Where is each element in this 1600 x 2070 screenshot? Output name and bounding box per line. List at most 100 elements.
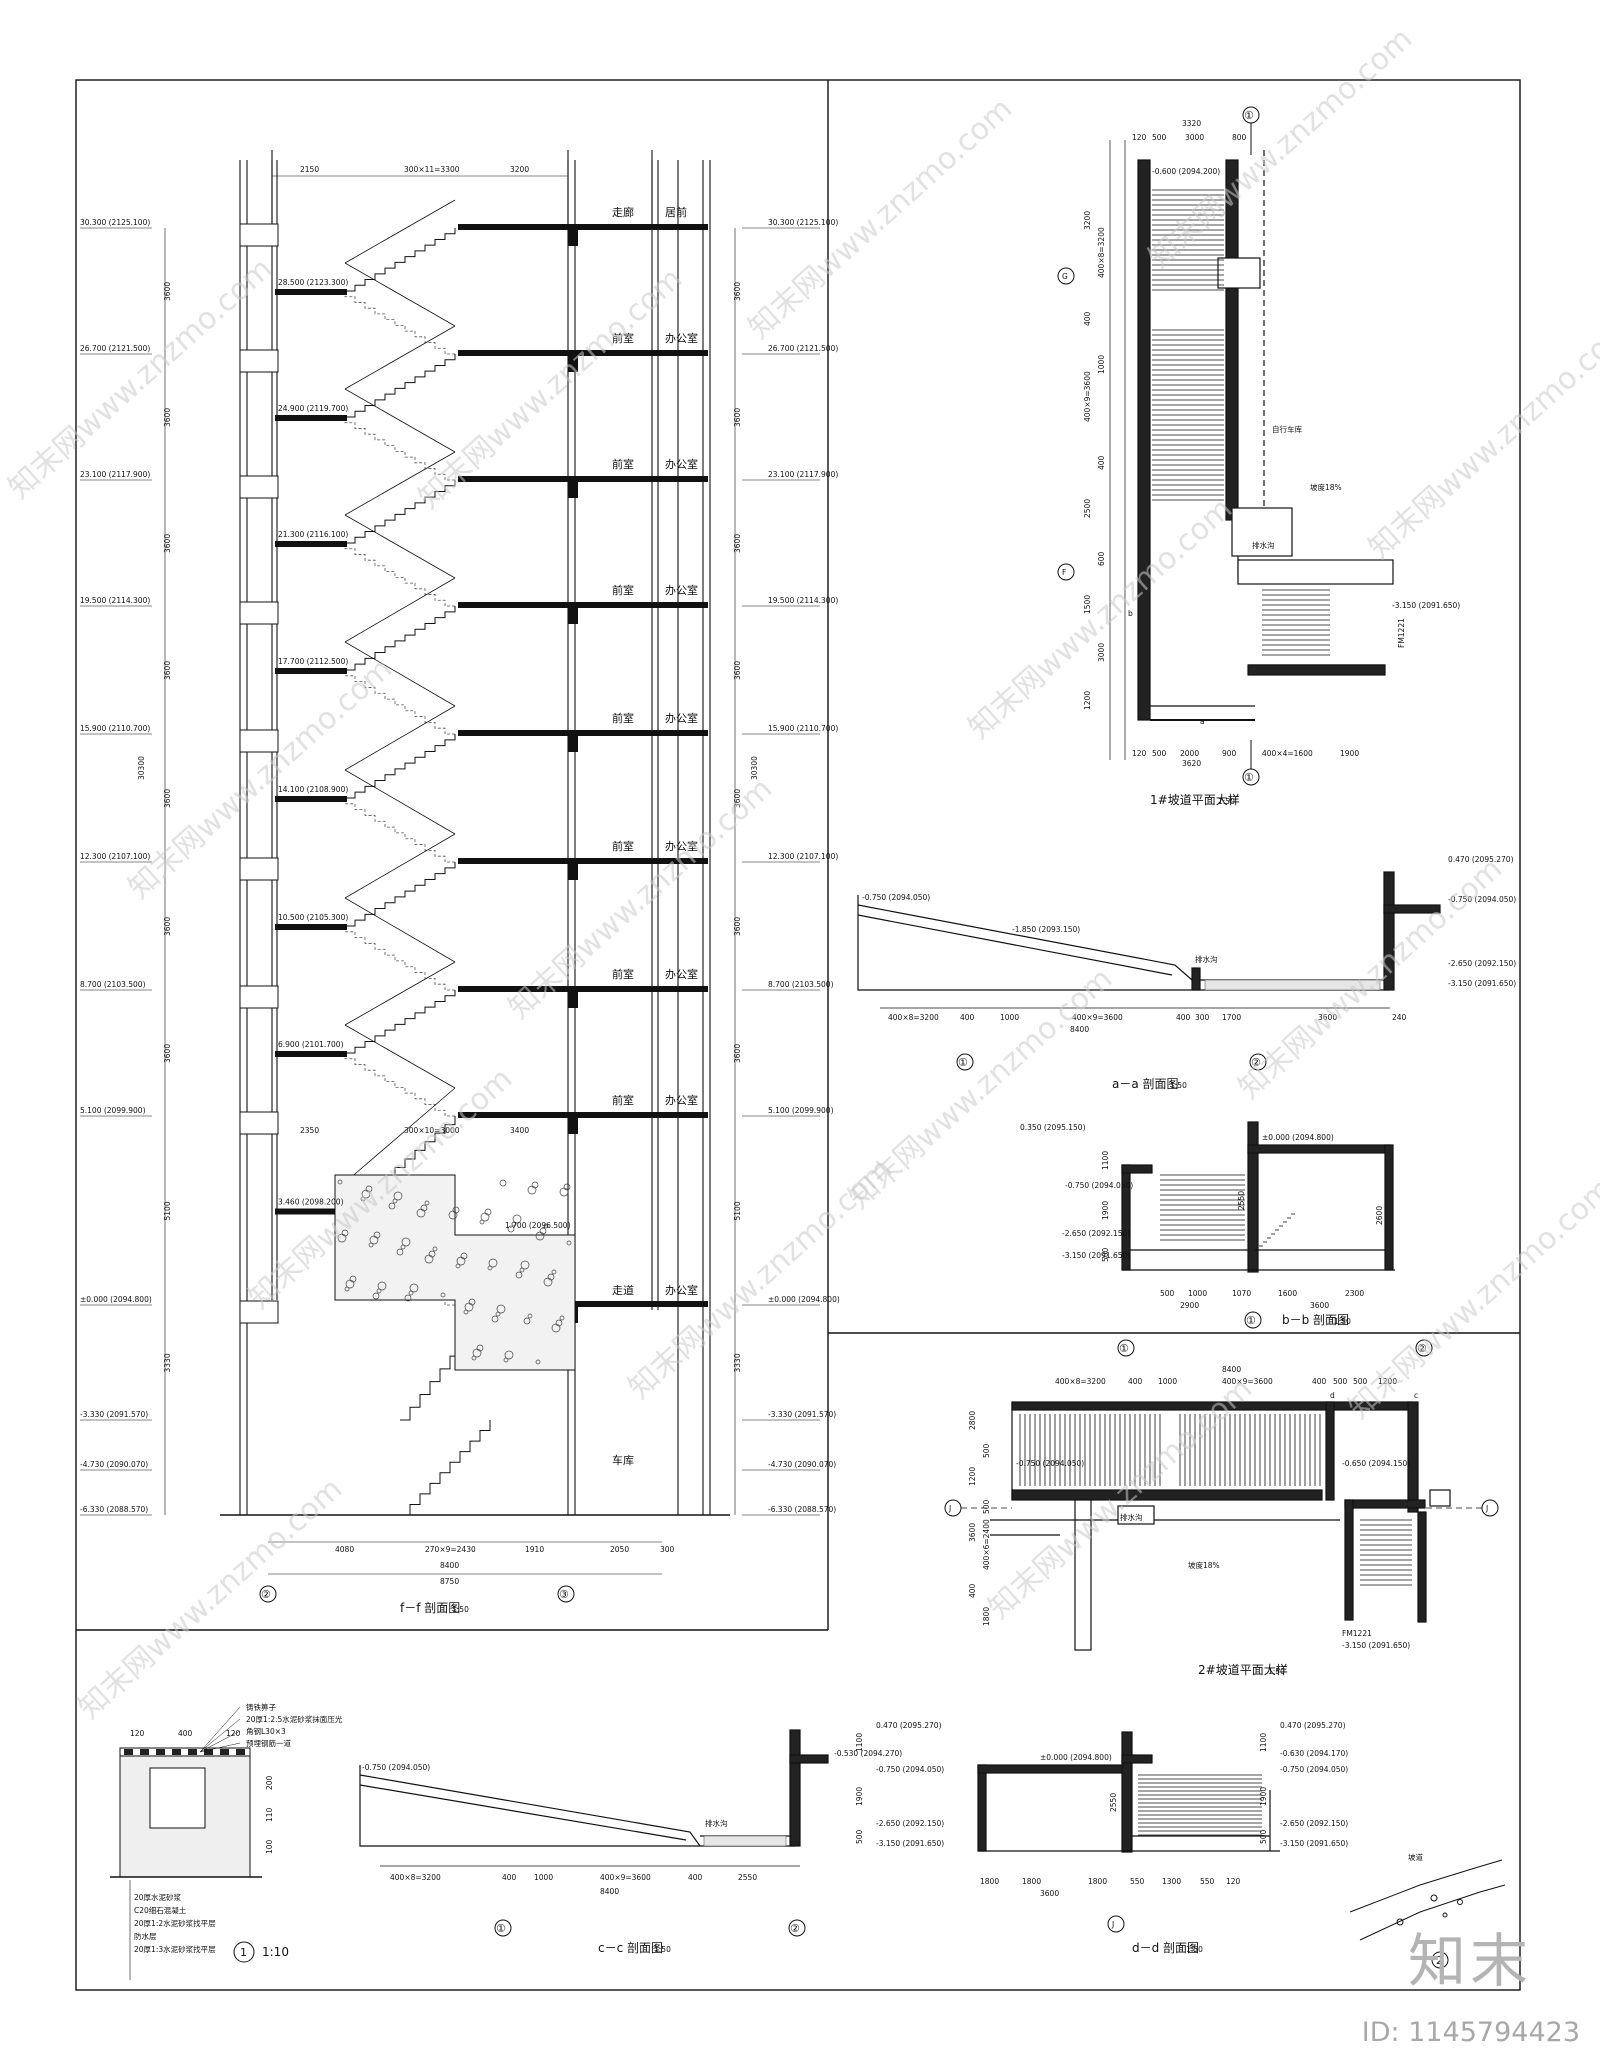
ff-handrail [344, 451, 456, 516]
plan2-top-dim-2: 400 [1128, 1377, 1143, 1386]
ff-floor-level-left: 15.900 (2110.700) [80, 724, 150, 733]
dd-total: 3600 [1040, 1889, 1059, 1898]
ff-handrail [344, 1024, 456, 1089]
ff-aggregate-dot [468, 1298, 476, 1306]
bb-dim-1: 500 [1160, 1289, 1175, 1298]
ff-room-label: 前室 [612, 839, 634, 853]
ff-aggregate-dot [520, 1260, 530, 1270]
aa-total: 8400 [1070, 1025, 1089, 1034]
cc-level-5: -2.650 (2092.150) [876, 1819, 944, 1828]
ff-handrail [344, 262, 456, 327]
dd-level-3: -0.630 (2094.170) [1280, 1749, 1348, 1758]
ff-landing-slab [275, 668, 347, 674]
cc-level-6: -3.150 (2091.650) [876, 1839, 944, 1848]
ff-aggregate-dot [428, 1250, 436, 1258]
cc-dim-1: 400×8=3200 [390, 1873, 441, 1882]
ff-floor-slab [458, 1301, 708, 1307]
image-id: ID: 1145794423 [1361, 2017, 1580, 2048]
detail-note-lower: C20细石混凝土 [134, 1905, 187, 1915]
ff-stair-flight-hidden [344, 1053, 455, 1117]
ff-stair-flight [345, 480, 456, 544]
plan1-top-dim-3: 3000 [1185, 133, 1204, 142]
ff-room-label: 前室 [612, 331, 634, 345]
plan2-sec-d: d [1330, 1391, 1335, 1400]
plan2-axis-j-left: J [948, 1504, 951, 1513]
ff-aggregate-dot [527, 1313, 533, 1319]
bb-dim-4: 1600 [1278, 1289, 1297, 1298]
ff-aggregate-dot [499, 1179, 507, 1187]
ff-basement-flight [400, 1420, 491, 1516]
detail-leader [199, 1742, 241, 1753]
ff-floor-level-right: ±0.000 (2094.800) [768, 1295, 840, 1304]
ff-beam [239, 1111, 279, 1135]
dd-level-5: -2.650 (2092.150) [1280, 1819, 1348, 1828]
dd-lines [977, 1731, 1280, 1853]
ff-room-label: 前室 [612, 711, 634, 725]
ff-scale: 1:50 [452, 1605, 469, 1614]
detail-drain: 铸铁箅子20厚1:2.5水泥砂浆抹面压光角钢L30×3预埋钢筋一道20厚水泥砂浆… [110, 1702, 343, 1980]
cc-axis-left: ① [496, 1922, 506, 1935]
ff-top-dim-2: 300×11=3300 [404, 165, 460, 174]
ff-handrail [344, 514, 456, 579]
plan2-side-dim: 3600 [968, 1523, 977, 1542]
ff-landing-level: 6.900 (2101.700) [278, 1040, 344, 1049]
ff-stair-flight-hidden [344, 798, 455, 863]
ff-aggregate-dot [504, 1350, 514, 1360]
detail-grate-bar [124, 1749, 133, 1755]
ff-aggregate-dot [416, 1208, 426, 1218]
dd-level-4: -0.750 (2094.050) [1280, 1765, 1348, 1774]
ff-handrail [344, 577, 456, 643]
ff-beam [239, 985, 279, 1009]
plan1-bottom-dim-1: 120 [1132, 749, 1147, 758]
ff-floor-level-right: 12.300 (2107.100) [768, 852, 838, 861]
cc-dim-4: 400×9=3600 [600, 1873, 651, 1882]
plan1-title: 1#坡道平面大样 [1150, 792, 1240, 807]
cc-section: ① ② -0.750 (2094.050) 0.470 (2095.270) -… [359, 1721, 944, 1955]
cc-height-2: 1900 [855, 1787, 864, 1806]
plan2-drain: 排水沟 [1120, 1512, 1143, 1522]
cc-dim-6: 2550 [738, 1873, 757, 1882]
cc-title: c－c 剖面图 [598, 1941, 663, 1955]
ff-aggregate-dot [531, 1181, 539, 1189]
aa-dim-4: 400×9=3600 [1072, 1013, 1123, 1022]
ff-office-label: 办公室 [665, 711, 698, 725]
detail-dim: 120 [130, 1729, 145, 1738]
ff-aggregate-dot [488, 1258, 498, 1268]
cc-axes [494, 1919, 806, 1937]
cc-scale: 1:50 [654, 1945, 671, 1954]
aa-level-6: -3.150 (2091.650) [1448, 979, 1516, 988]
bb-total-1: 2900 [1180, 1301, 1199, 1310]
ff-landing-slab [275, 415, 347, 421]
ff-handrail [344, 961, 456, 1026]
ff-landing-slab [275, 1051, 347, 1057]
ff-axis-markers [259, 1585, 575, 1603]
ff-top-dim-1: 2150 [300, 165, 319, 174]
plan1-bottom-dim-2: 500 [1152, 749, 1167, 758]
bb-height-2: 1900 [1101, 1201, 1110, 1220]
ff-room-label: 走廊 [612, 205, 634, 219]
detail-grate-bar [172, 1749, 181, 1755]
detail-dim-vertical: 100 [265, 1839, 274, 1854]
plan2-side-dim: 400×6=2400 [982, 1519, 991, 1570]
sheet-frame [75, 79, 1521, 1991]
ff-aggregate-dot [559, 1187, 569, 1197]
ff-landing-slab [275, 541, 347, 547]
ff-beam [239, 601, 279, 625]
cc-level-1: -0.750 (2094.050) [362, 1763, 430, 1772]
aa-hatch [1204, 979, 1381, 991]
cc-hatch [703, 1835, 787, 1847]
bb-title: b－b 剖面图 [1282, 1313, 1349, 1327]
ff-height-total-left: 30300 [137, 756, 146, 780]
ff-aggregate-dot [424, 1200, 430, 1206]
detail-note-lower: 防水层 [134, 1931, 157, 1941]
ff-handrail [344, 199, 456, 264]
ff-aggregate-dot [408, 1290, 414, 1296]
ff-aggregate-dot [420, 1204, 428, 1212]
ff-aggregate-dot [479, 1219, 485, 1225]
plan1-level-2: -3.150 (2091.650) [1392, 601, 1460, 610]
plan2-top-dim-8: 1200 [1378, 1377, 1397, 1386]
ff-beam [239, 475, 279, 499]
ff-floor-level-right: 30.300 (2125.100) [768, 218, 838, 227]
ff-aggregate-dot [547, 1273, 555, 1281]
